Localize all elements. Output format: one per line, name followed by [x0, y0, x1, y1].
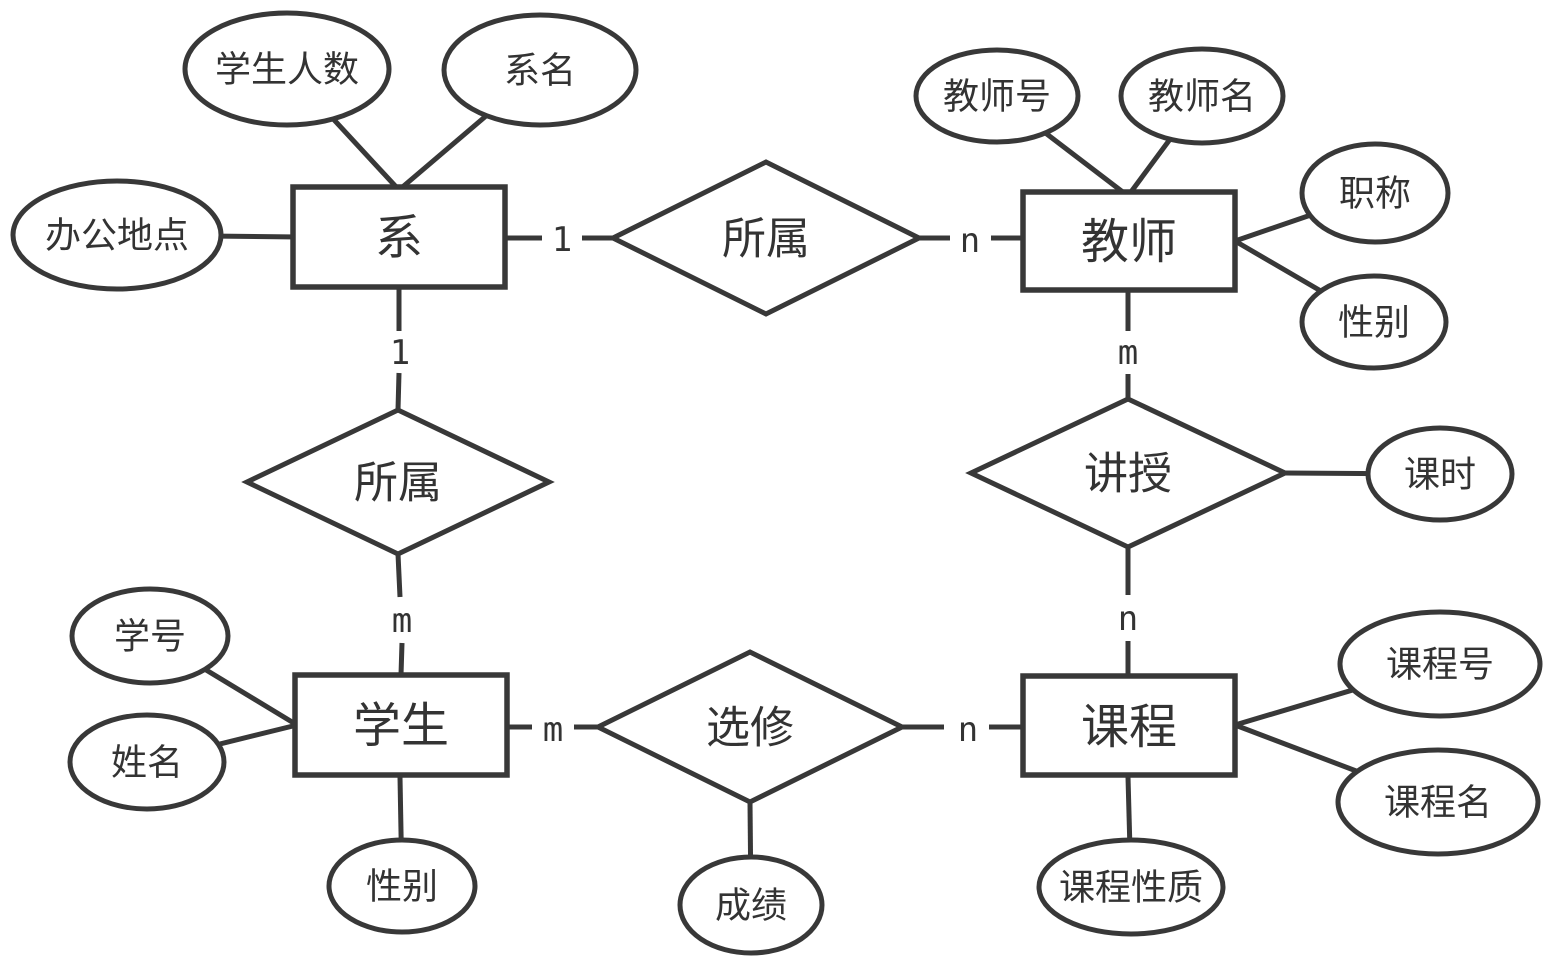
attribute-student-id-label: 学号 [114, 617, 186, 658]
entity-department: 系 [290, 184, 508, 290]
attribute-student-name: 姓名 [67, 712, 227, 812]
cardinality-elective-course: n [958, 710, 978, 750]
attribute-teacher-name-label: 教师名 [1148, 77, 1256, 118]
cardinality-belong2-student: m [392, 601, 412, 641]
attribute-class-hours-shape [1365, 425, 1515, 523]
attribute-teacher-id: 教师号 [913, 47, 1081, 145]
attribute-department-name: 系名 [441, 12, 639, 128]
attribute-class-hours: 课时 [1365, 425, 1515, 523]
attribute-title: 职称 [1299, 141, 1451, 245]
attribute-teacher-gender-shape [1299, 273, 1449, 371]
attribute-student-name-label: 姓名 [111, 743, 183, 784]
cardinality-student-elective: m [543, 710, 563, 750]
relationship-elective: 选修 [592, 649, 908, 805]
connector-belong2-student-a [395, 553, 403, 598]
attribute-course-id-label: 课程号 [1386, 645, 1494, 686]
cardinality-belong1-teacher: n [960, 221, 980, 261]
attribute-course-name-label: 课程名 [1384, 783, 1492, 824]
attribute-student-name-shape [67, 712, 227, 812]
cardinality-teach-course: n [1118, 599, 1138, 639]
entity-department-label: 系 [375, 210, 423, 266]
attribute-course-nature-label: 课程性质 [1059, 868, 1203, 909]
cardinality-labels: 1 n 1 m m n m n [390, 220, 1138, 750]
relationship-teach-label: 讲授 [1084, 448, 1172, 499]
attribute-grade-shape [677, 854, 825, 956]
attribute-grade-label: 成绩 [715, 886, 787, 927]
entity-student-shape [292, 672, 510, 778]
attribute-teacher-name: 教师名 [1118, 46, 1286, 146]
attribute-teacher-id-label: 教师号 [943, 77, 1051, 118]
attribute-course-name-shape [1335, 747, 1541, 857]
attribute-course-nature-shape [1036, 837, 1226, 937]
relationship-teach-shape [965, 396, 1291, 550]
relationship-elective-shape [592, 649, 908, 805]
relationship-belong-dept-student-shape [241, 407, 555, 557]
attribute-teacher-name-shape [1118, 46, 1286, 146]
attribute-teacher-id-shape [913, 47, 1081, 145]
attribute-teacher-gender: 性别 [1299, 273, 1449, 371]
entity-teacher-label: 教师 [1081, 214, 1177, 270]
attribute-student-gender-shape [326, 837, 478, 935]
relationship-belong-dept-teacher-shape [607, 159, 925, 317]
attribute-office-location: 办公地点 [10, 178, 224, 292]
attribute-department-name-label: 系名 [504, 51, 576, 92]
cardinality-department-belong2: 1 [390, 333, 410, 373]
attribute-course-id-shape [1337, 609, 1543, 719]
attribute-grade: 成绩 [677, 854, 825, 956]
attribute-teacher-gender-label: 性别 [1338, 303, 1410, 344]
attribute-title-shape [1299, 141, 1451, 245]
attribute-course-id: 课程号 [1337, 609, 1543, 719]
attribute-class-hours-label: 课时 [1404, 455, 1476, 496]
entity-course-shape [1020, 673, 1238, 778]
relationship-belong-dept-student: 所属 [241, 407, 555, 557]
entity-course: 课程 [1020, 673, 1238, 778]
connector-department-belong2-b [395, 372, 402, 411]
attribute-department-name-shape [441, 12, 639, 128]
entity-course-label: 课程 [1081, 699, 1177, 755]
attribute-student-gender: 性别 [326, 837, 478, 935]
attribute-student-count-shape [182, 10, 392, 128]
attribute-course-name: 课程名 [1335, 747, 1541, 857]
entity-student-label: 学生 [353, 698, 449, 754]
attribute-course-nature: 课程性质 [1036, 837, 1226, 937]
attribute-office-location-label: 办公地点 [45, 216, 189, 257]
relationship-belong-dept-teacher: 所属 [607, 159, 925, 317]
relationship-teach: 讲授 [965, 396, 1291, 550]
entity-teacher: 教师 [1020, 189, 1238, 293]
entity-department-shape [290, 184, 508, 290]
attribute-student-gender-label: 性别 [366, 867, 438, 908]
attribute-student-id-shape [69, 586, 231, 686]
attribute-title-label: 职称 [1339, 174, 1411, 215]
attribute-student-id: 学号 [69, 586, 231, 686]
relationship-belong-dept-student-label: 所属 [354, 457, 442, 508]
attribute-student-count: 学生人数 [182, 10, 392, 128]
attribute-student-count-label: 学生人数 [215, 50, 359, 91]
relationship-belong-dept-teacher-label: 所属 [722, 213, 810, 264]
connector-belong2-student-b [398, 642, 405, 676]
cardinality-department-belong1: 1 [552, 220, 572, 260]
relationship-elective-label: 选修 [706, 702, 794, 753]
entity-teacher-shape [1020, 189, 1238, 293]
attribute-office-location-shape [10, 178, 224, 292]
entity-student: 学生 [292, 672, 510, 778]
cardinality-teacher-teach: m [1118, 333, 1138, 373]
